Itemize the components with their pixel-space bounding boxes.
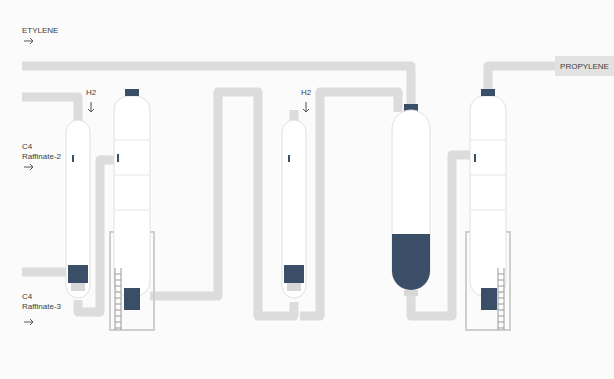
- h2-arrow: [88, 102, 94, 112]
- flow-arrow: [24, 164, 33, 170]
- product-box: PROPYLENE: [555, 56, 614, 76]
- stream-label: H2: [301, 88, 331, 98]
- product-pipe: [488, 66, 560, 94]
- h2-arrow: [303, 102, 309, 112]
- reactor: [66, 120, 90, 298]
- stream-label: C4 Raffinate-2: [22, 142, 68, 162]
- flow-arrow: [24, 38, 33, 44]
- metathesis-reactor: [392, 104, 430, 296]
- product-label: PROPYLENE: [560, 62, 609, 71]
- distillation-column: [466, 89, 510, 330]
- stream-label: ETYLENE: [22, 26, 102, 36]
- feed-pipe: [22, 97, 78, 124]
- reactor: [282, 120, 306, 298]
- feed-pipe: [22, 268, 68, 277]
- transfer-pipe: [294, 92, 398, 316]
- flow-arrow: [24, 319, 33, 325]
- distillation-column: [110, 89, 154, 330]
- transfer-pipe: [150, 92, 294, 316]
- stream-label: H2: [86, 88, 116, 98]
- stream-label: C4 Raffinate-3: [22, 292, 68, 312]
